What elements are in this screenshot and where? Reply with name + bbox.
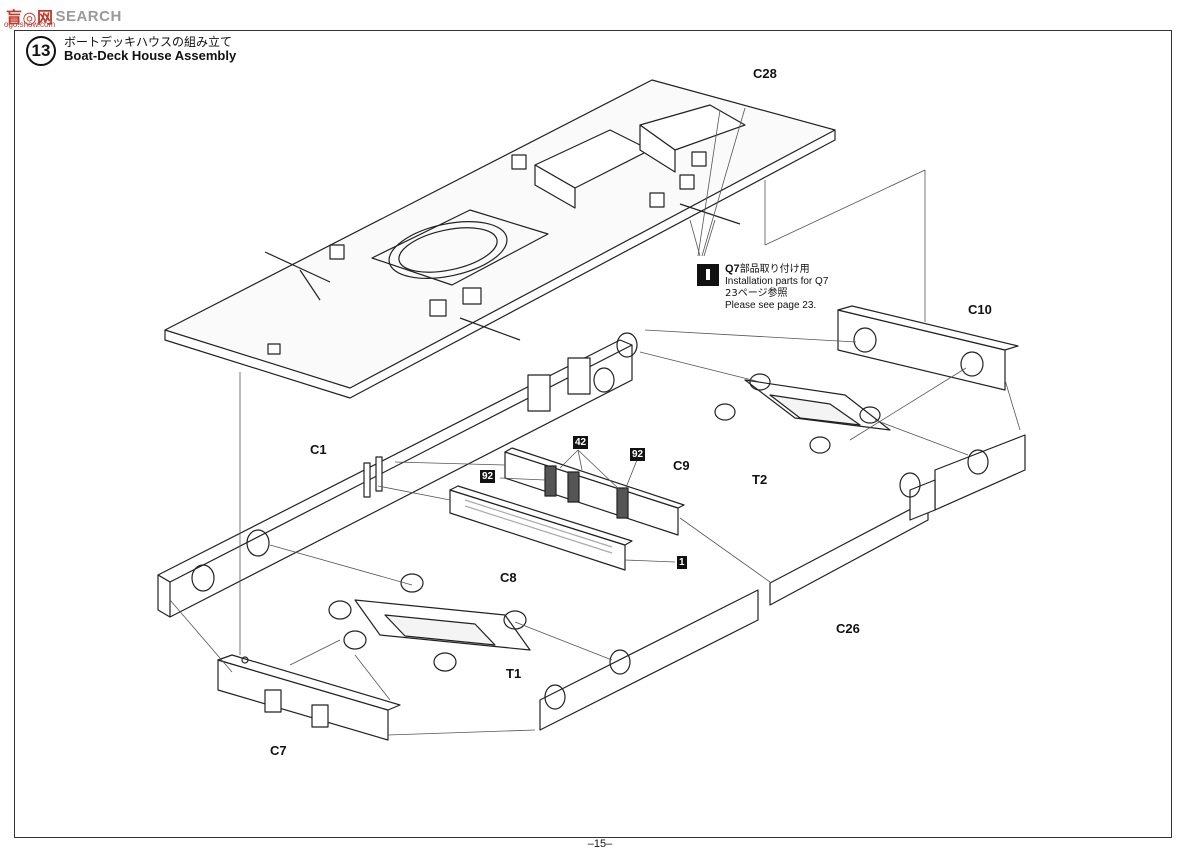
panel-c9 xyxy=(504,447,685,536)
step-title-english: Boat-Deck House Assembly xyxy=(64,48,237,63)
watermark-logo: 盲◎网 xyxy=(6,8,54,27)
label-c26: C26 xyxy=(836,621,860,636)
watermark-url: ogo.show.com xyxy=(4,20,56,29)
wall-c26 xyxy=(539,434,1026,731)
drill-icon xyxy=(697,264,719,286)
q7-line1-jp: 部品取り付け用 xyxy=(739,264,810,275)
q7-line4: Please see page 23. xyxy=(725,300,817,311)
deck-plate-c28 xyxy=(164,79,836,399)
wall-c10 xyxy=(837,305,1019,391)
q7-label: Q7 xyxy=(725,263,740,275)
label-c9: C9 xyxy=(673,458,690,473)
paint-code-92-left: 92 xyxy=(480,470,496,483)
q7-line2: Installation parts for Q7 xyxy=(725,276,829,287)
paint-code-1: 1 xyxy=(677,556,687,569)
label-t2: T2 xyxy=(752,472,768,487)
panel-c8 xyxy=(449,485,633,571)
label-c28: C28 xyxy=(753,66,777,81)
frame-t1 xyxy=(328,573,531,672)
step-title-japanese: ボートデッキハウスの組み立て xyxy=(64,35,233,49)
frame-t2 xyxy=(714,373,891,454)
label-c8: C8 xyxy=(500,570,517,585)
step-number-badge: 13 xyxy=(26,36,56,66)
watermark: 盲◎网 SEARCH xyxy=(6,4,122,28)
q7-line3-jp: 23ページ参照 xyxy=(725,288,788,299)
wall-c1 xyxy=(157,332,638,618)
page-number: –15– xyxy=(587,838,613,850)
paint-code-92-right: 92 xyxy=(630,448,646,461)
page-frame xyxy=(14,30,1172,838)
paint-code-42: 42 xyxy=(573,436,589,449)
label-c10: C10 xyxy=(968,302,992,317)
label-c1: C1 xyxy=(310,442,327,457)
wall-c7 xyxy=(217,654,401,741)
label-t1: T1 xyxy=(506,666,522,681)
label-c7: C7 xyxy=(270,743,287,758)
q7-note-text: Q7部品取り付け用 Installation parts for Q7 23ペー… xyxy=(725,263,925,312)
step-title: ボートデッキハウスの組み立て Boat-Deck House Assembly xyxy=(64,35,236,63)
watermark-text: SEARCH xyxy=(55,7,122,25)
